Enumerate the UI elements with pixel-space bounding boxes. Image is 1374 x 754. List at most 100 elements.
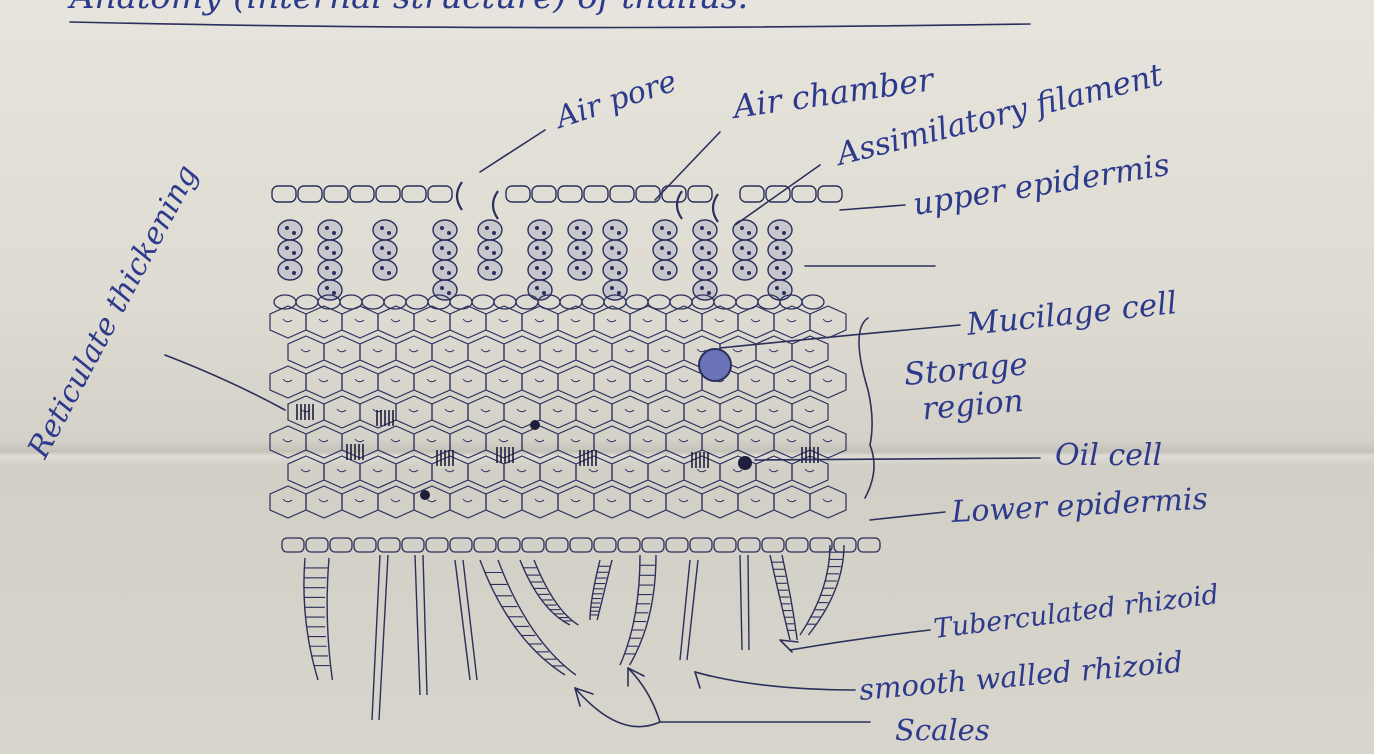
chloroplast <box>575 226 579 230</box>
storage-region-brace <box>859 318 874 498</box>
filament-cell <box>373 260 397 280</box>
chamber-floor-cell <box>296 295 318 309</box>
leader-air-pore <box>480 130 545 172</box>
chloroplast <box>575 266 579 270</box>
cell-mark <box>481 469 490 472</box>
label-smooth-walled-rhizoid: smooth walled rhizoid <box>858 645 1185 707</box>
chloroplast <box>782 231 786 235</box>
chloroplast <box>492 251 496 255</box>
leader-reticulate <box>165 355 285 410</box>
lower-epidermis-cell <box>282 538 304 552</box>
cell-mark <box>427 499 436 502</box>
cell-mark <box>409 469 418 472</box>
cell-mark <box>409 349 418 352</box>
filament-cell <box>478 260 502 280</box>
cell-mark <box>733 469 742 472</box>
cell-mark <box>661 349 670 352</box>
cell-mark <box>733 349 742 352</box>
cell-mark <box>373 469 382 472</box>
chamber-floor-cell <box>626 295 648 309</box>
lower-epidermis-cell <box>522 538 544 552</box>
cell-mark <box>679 499 688 502</box>
lower-epidermis-cell <box>738 538 760 552</box>
filament-cell <box>528 240 552 260</box>
chloroplast <box>707 231 711 235</box>
cell-mark <box>787 379 796 382</box>
cell-mark <box>373 349 382 352</box>
filament-cell <box>278 260 302 280</box>
cell-mark <box>481 409 490 412</box>
smooth-rhizoid <box>740 555 742 650</box>
chloroplast <box>700 226 704 230</box>
cell-mark <box>391 439 400 442</box>
cell-mark <box>355 499 364 502</box>
chloroplast <box>700 266 704 270</box>
label-mucilage-cell: Mucilage cell <box>964 285 1179 343</box>
chloroplast <box>617 231 621 235</box>
filament-cell <box>603 220 627 240</box>
chloroplast <box>667 231 671 235</box>
cell-mark <box>589 349 598 352</box>
chloroplast <box>325 246 329 250</box>
epidermis-cell <box>792 186 816 202</box>
cell-mark <box>535 319 544 322</box>
cell-mark <box>301 469 310 472</box>
epidermis-cell <box>584 186 608 202</box>
epidermis-cell <box>818 186 842 202</box>
cell-mark <box>589 469 598 472</box>
cell-mark <box>679 319 688 322</box>
cell-mark <box>805 469 814 472</box>
chamber-floor-cell <box>648 295 670 309</box>
cell-mark <box>715 499 724 502</box>
cell-mark <box>391 499 400 502</box>
arrow-smooth <box>695 672 710 688</box>
tuberculated-rhizoid-wall <box>630 555 656 665</box>
cell-mark <box>283 379 292 382</box>
upper-epidermis-cells <box>272 182 842 222</box>
filament-cell <box>373 220 397 240</box>
cell-mark <box>535 439 544 442</box>
cell-mark <box>427 379 436 382</box>
filament-cell <box>478 220 502 240</box>
leader-lower-epidermis <box>870 512 945 520</box>
cell-mark <box>805 409 814 412</box>
chloroplast <box>542 271 546 275</box>
cell-mark <box>571 319 580 322</box>
lower-epidermis-cell <box>498 538 520 552</box>
chloroplast <box>747 251 751 255</box>
chamber-floor-cell <box>450 295 472 309</box>
epidermis-cell <box>272 186 296 202</box>
diagram-title: Anatomy (internal structure) of thallus:… <box>67 0 761 17</box>
chloroplast <box>610 266 614 270</box>
epidermis-cell <box>428 186 452 202</box>
lower-epidermis-cell <box>570 538 592 552</box>
cell-mark <box>499 379 508 382</box>
cell-mark <box>661 469 670 472</box>
chamber-floor-cell <box>516 295 538 309</box>
chloroplast <box>542 231 546 235</box>
cell-mark <box>787 439 796 442</box>
cell-mark <box>697 409 706 412</box>
filament-cell <box>768 220 792 240</box>
filament-cell <box>528 280 552 300</box>
chloroplast <box>380 246 384 250</box>
tuberculated-rhizoid-wall <box>597 560 612 620</box>
chloroplast <box>740 246 744 250</box>
cell-mark <box>697 469 706 472</box>
cell-mark <box>391 319 400 322</box>
cell-mark <box>499 319 508 322</box>
lower-epidermis-cell <box>426 538 448 552</box>
cell-mark <box>481 349 490 352</box>
cell-mark <box>283 439 292 442</box>
chloroplast <box>542 251 546 255</box>
cell-mark <box>463 439 472 442</box>
filament-cell <box>603 240 627 260</box>
cell-mark <box>283 499 292 502</box>
label-storage-region-line2: region <box>921 383 1025 428</box>
cell-mark <box>589 409 598 412</box>
cell-mark <box>823 439 832 442</box>
lower-epidermis-cell <box>402 538 424 552</box>
filament-cell <box>478 240 502 260</box>
